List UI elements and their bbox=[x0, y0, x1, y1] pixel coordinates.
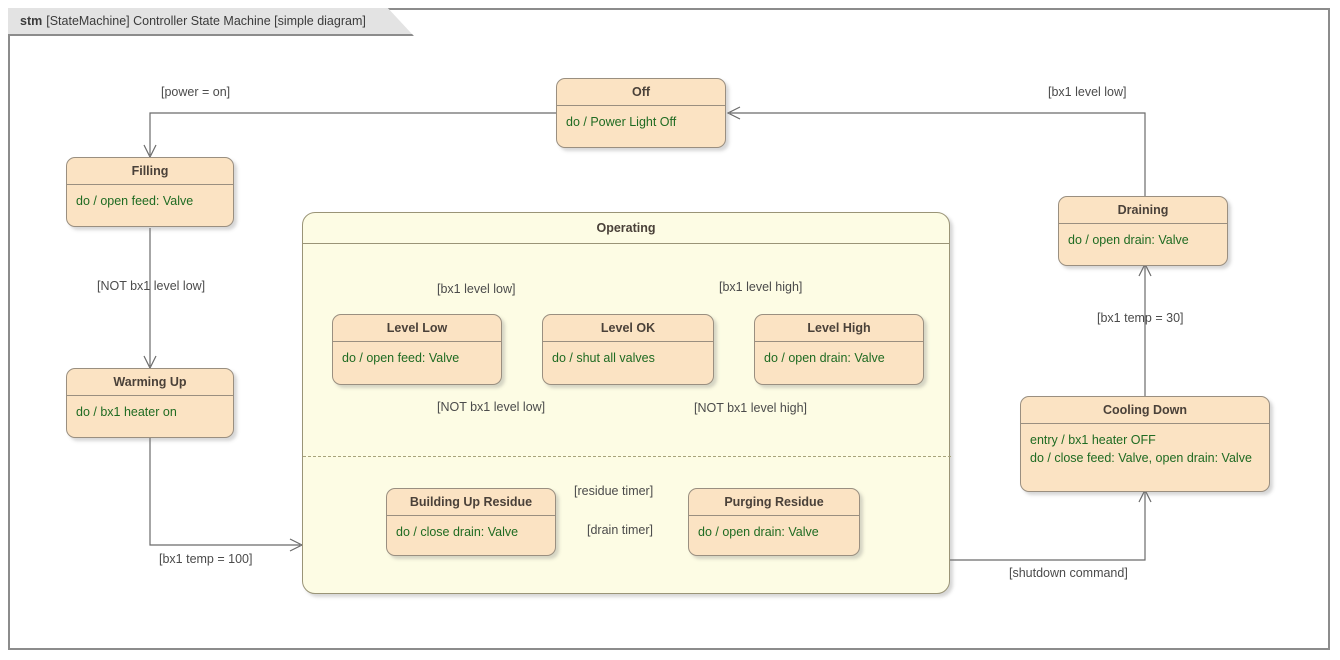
state-warming-up-title: Warming Up bbox=[67, 369, 233, 396]
operating-region-divider bbox=[303, 456, 951, 457]
guard-not-bx1-level-low-outer: [NOT bx1 level low] bbox=[97, 279, 206, 293]
state-level-low-behavior: do / open feed: Valve bbox=[342, 351, 460, 365]
diagram-kind-label: stm bbox=[20, 14, 43, 28]
state-cooling-down-title: Cooling Down bbox=[1021, 397, 1269, 424]
guard-bx1-level-low-inner: [bx1 level low] bbox=[437, 282, 516, 296]
guard-bx1-temp-30: [bx1 temp = 30] bbox=[1097, 311, 1184, 325]
state-building-up-residue-behavior: do / close drain: Valve bbox=[396, 525, 519, 539]
state-draining-behavior: do / open drain: Valve bbox=[1068, 233, 1189, 247]
guard-bx1-level-low-outer: [bx1 level low] bbox=[1048, 85, 1127, 99]
state-level-ok-title: Level OK bbox=[543, 315, 713, 342]
state-filling-behavior: do / open feed: Valve bbox=[76, 194, 194, 208]
state-level-high-title: Level High bbox=[755, 315, 923, 342]
state-building-up-residue-title: Building Up Residue bbox=[387, 489, 555, 516]
state-operating-title: Operating bbox=[303, 213, 949, 244]
state-warming-up[interactable]: Warming Up do / bx1 heater on bbox=[66, 368, 234, 438]
diagram-title-label: [StateMachine] Controller State Machine … bbox=[46, 14, 366, 28]
state-off-behavior: do / Power Light Off bbox=[566, 115, 677, 129]
state-level-low-title: Level Low bbox=[333, 315, 501, 342]
guard-bx1-temp-100: [bx1 temp = 100] bbox=[159, 552, 253, 566]
state-level-high[interactable]: Level High do / open drain: Valve bbox=[754, 314, 924, 385]
state-level-high-behavior: do / open drain: Valve bbox=[764, 351, 885, 365]
guard-power-on: [power = on] bbox=[161, 85, 231, 99]
state-purging-residue-behavior: do / open drain: Valve bbox=[698, 525, 819, 539]
state-purging-residue[interactable]: Purging Residue do / open drain: Valve bbox=[688, 488, 860, 556]
guard-not-bx1-level-low-inner: [NOT bx1 level low] bbox=[437, 400, 546, 414]
state-off-title: Off bbox=[557, 79, 725, 106]
state-filling-title: Filling bbox=[67, 158, 233, 185]
diagram-frame-header: stm [StateMachine] Controller State Mach… bbox=[8, 8, 414, 36]
state-cooling-down-behavior: entry / bx1 heater OFF do / close feed: … bbox=[1030, 433, 1252, 466]
state-purging-residue-title: Purging Residue bbox=[689, 489, 859, 516]
state-off[interactable]: Off do / Power Light Off bbox=[556, 78, 726, 148]
state-filling[interactable]: Filling do / open feed: Valve bbox=[66, 157, 234, 227]
guard-drain-timer: [drain timer] bbox=[587, 523, 653, 537]
state-level-low[interactable]: Level Low do / open feed: Valve bbox=[332, 314, 502, 385]
state-draining-title: Draining bbox=[1059, 197, 1227, 224]
state-building-up-residue[interactable]: Building Up Residue do / close drain: Va… bbox=[386, 488, 556, 556]
guard-not-bx1-level-high-inner: [NOT bx1 level high] bbox=[694, 401, 808, 415]
guard-shutdown-command: [shutdown command] bbox=[1009, 566, 1128, 580]
state-level-ok[interactable]: Level OK do / shut all valves bbox=[542, 314, 714, 385]
state-cooling-down[interactable]: Cooling Down entry / bx1 heater OFF do /… bbox=[1020, 396, 1270, 492]
state-draining[interactable]: Draining do / open drain: Valve bbox=[1058, 196, 1228, 266]
state-warming-up-behavior: do / bx1 heater on bbox=[76, 405, 177, 419]
state-level-ok-behavior: do / shut all valves bbox=[552, 351, 655, 365]
guard-bx1-level-high-inner: [bx1 level high] bbox=[719, 280, 803, 294]
guard-residue-timer: [residue timer] bbox=[574, 484, 654, 498]
